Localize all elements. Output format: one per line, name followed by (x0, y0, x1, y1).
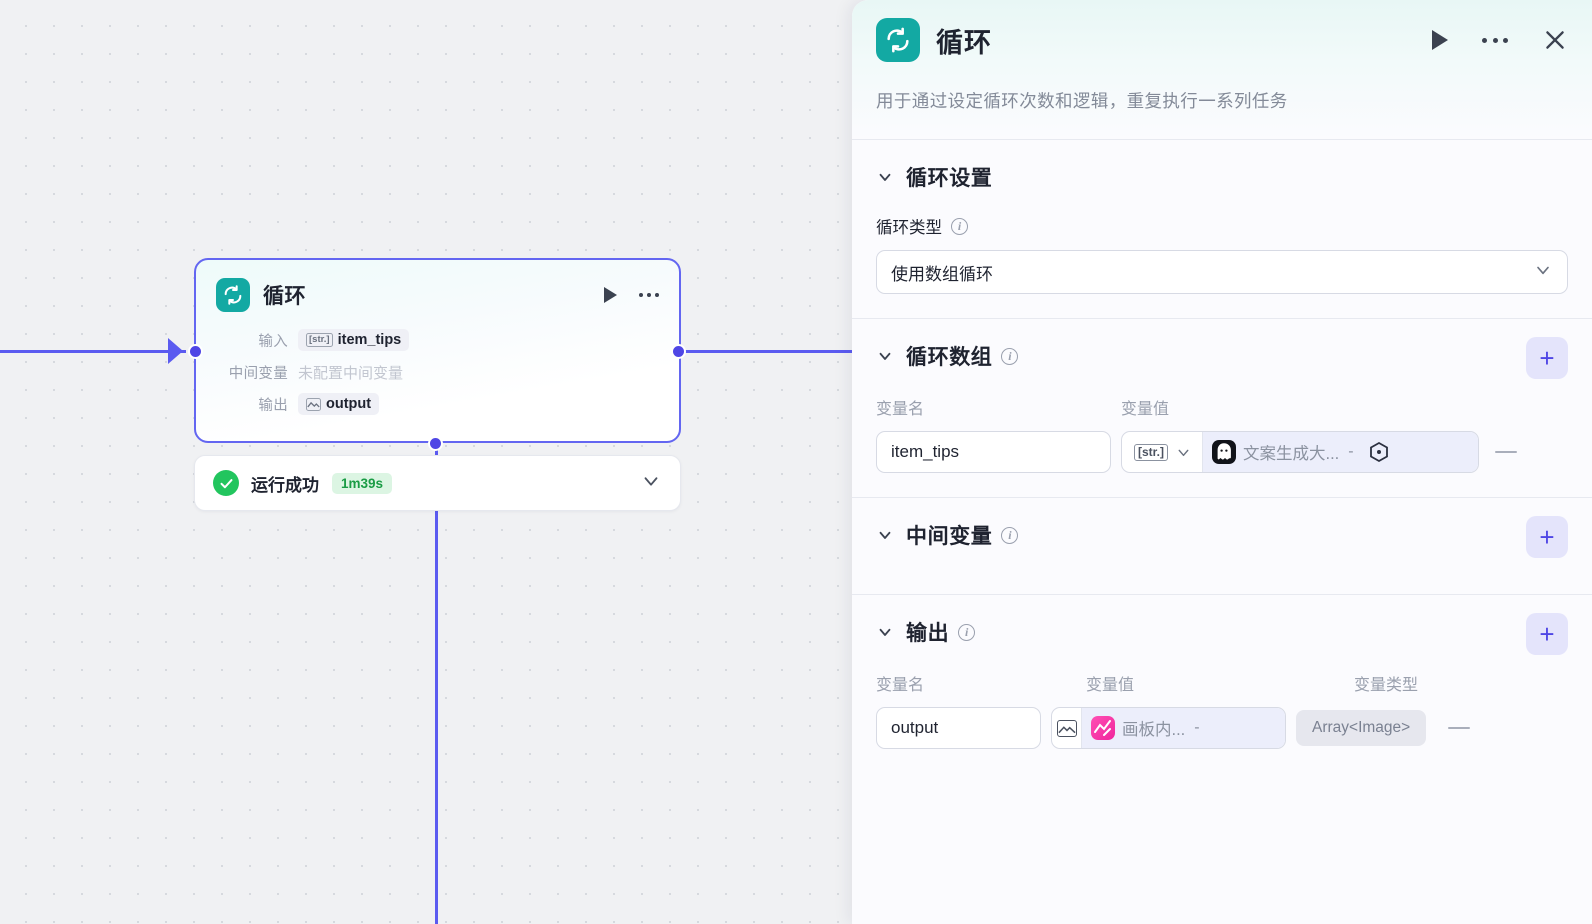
loop-array-row: item_tips [str.] 文案生成大... - (876, 431, 1568, 473)
section-title: 输出 (906, 622, 950, 645)
chevron-down-icon (1533, 260, 1553, 285)
info-icon[interactable]: i (951, 217, 968, 235)
section-loop-settings: 循环设置 循环类型 i 使用数组循环 (852, 139, 1592, 318)
node-row-label: 中间变量 (228, 365, 288, 382)
column-header-name: 变量名 (876, 677, 925, 694)
output-row: output 画板内... - Array<Image> (876, 707, 1568, 749)
info-icon[interactable]: i (958, 623, 976, 641)
node-intermediate-value: 未配置中间变量 (298, 364, 404, 382)
canvas-icon (1091, 716, 1115, 740)
node-handle-left[interactable] (188, 344, 203, 359)
section-title: 中间变量 (906, 525, 993, 548)
str-tag: [str.] (306, 333, 333, 347)
status-duration-badge: 1m39s (332, 472, 393, 494)
panel-play-button[interactable] (1432, 30, 1448, 50)
node-handle-right[interactable] (671, 344, 686, 359)
output-column-headers: 变量名 变量值 变量类型 (876, 671, 1568, 695)
loop-type-label: 循环类型 i (876, 214, 1568, 238)
info-icon[interactable]: i (1001, 347, 1019, 365)
edge-downstream (435, 443, 438, 924)
image-icon (1052, 708, 1082, 748)
chevron-down-icon[interactable] (876, 623, 894, 641)
check-circle-icon (213, 470, 239, 496)
loop-icon (876, 18, 920, 62)
node-input-value: item_tips (337, 332, 402, 348)
section-intermediate-variables: 中间变量 i + (852, 497, 1592, 594)
panel-more-button[interactable] (1482, 37, 1508, 43)
node-row-intermediate: 中间变量 未配置中间变量 (216, 356, 659, 388)
chevron-down-icon[interactable] (876, 526, 894, 544)
loop-array-column-headers: 变量名 变量值 (876, 395, 1568, 419)
output-type-badge: Array<Image> (1296, 710, 1427, 746)
section-loop-array: 循环数组 i + 变量名 变量值 item_tips [str.] 文案生成大.… (852, 318, 1592, 497)
run-status-bar[interactable]: 运行成功 1m39s (194, 455, 681, 511)
node-output-chip: output (298, 393, 380, 415)
status-chevron-down-icon[interactable] (640, 470, 662, 497)
remove-output-row-button[interactable] (1448, 726, 1471, 730)
column-header-value: 变量值 (1121, 401, 1170, 418)
output-source-pill[interactable]: 画板内... - (1082, 708, 1285, 748)
node-row-input: 输入 [str.] item_tips (216, 324, 659, 356)
loop-icon (216, 278, 250, 312)
panel-header: 循环 用于通过设定循环次数和逻辑，重复执行一系列任务 (852, 0, 1592, 139)
panel-title: 循环 (936, 27, 992, 58)
ghost-icon (1212, 440, 1237, 464)
node-row-label: 输入 (258, 333, 288, 350)
loop-type-value: 使用数组循环 (891, 264, 993, 284)
section-title: 循环数组 (906, 346, 993, 369)
node-title: 循环 (263, 285, 306, 308)
node-row-output: 输出 output (216, 388, 659, 420)
section-output: 输出 i + 变量名 变量值 变量类型 output 画板内 (852, 594, 1592, 773)
column-header-value: 变量值 (1086, 677, 1135, 694)
node-port-icon (1367, 440, 1391, 464)
loop-array-type-select[interactable]: [str.] (1122, 432, 1204, 472)
node-handle-bottom[interactable] (428, 436, 443, 451)
loop-array-source-pill[interactable]: 文案生成大... - (1203, 432, 1478, 472)
edge-incoming (0, 350, 186, 353)
loop-array-value-group[interactable]: [str.] 文案生成大... - (1121, 431, 1479, 473)
node-input-chip: [str.] item_tips (298, 329, 410, 351)
output-value-group[interactable]: 画板内... - (1051, 707, 1286, 749)
node-detail-panel: 循环 用于通过设定循环次数和逻辑，重复执行一系列任务 循环设置 循环类型 i 使… (852, 0, 1592, 924)
loop-node-card[interactable]: 循环 输入 [str.] item_tips 中间变量 未配置中间变量 输出 (194, 258, 681, 443)
chevron-down-icon (1178, 449, 1189, 456)
type-tag: [str.] (1134, 443, 1169, 461)
output-name-input[interactable]: output (876, 707, 1041, 749)
add-loop-array-button[interactable]: + (1526, 337, 1568, 379)
node-row-label: 输出 (258, 397, 288, 414)
image-tag-icon (306, 397, 321, 411)
column-header-name: 变量名 (876, 401, 925, 418)
pill-dash: - (1348, 443, 1354, 460)
column-header-type: 变量类型 (1354, 677, 1419, 694)
pill-dash: - (1194, 719, 1200, 736)
add-intermediate-variable-button[interactable]: + (1526, 516, 1568, 558)
loop-type-select[interactable]: 使用数组循环 (876, 250, 1568, 294)
chevron-down-icon[interactable] (876, 347, 894, 365)
status-text: 运行成功 (251, 475, 319, 495)
node-more-button[interactable] (639, 293, 659, 297)
panel-description: 用于通过设定循环次数和逻辑，重复执行一系列任务 (876, 91, 1288, 111)
chevron-down-icon[interactable] (876, 168, 894, 186)
node-play-button[interactable] (604, 287, 617, 303)
loop-array-name-input[interactable]: item_tips (876, 431, 1111, 473)
add-output-button[interactable]: + (1526, 613, 1568, 655)
panel-close-button[interactable] (1542, 27, 1568, 53)
info-icon[interactable]: i (1001, 526, 1019, 544)
section-title: 循环设置 (906, 167, 993, 190)
remove-loop-array-row-button[interactable] (1495, 450, 1517, 454)
node-rows: 输入 [str.] item_tips 中间变量 未配置中间变量 输出 outp… (196, 324, 679, 420)
loop-array-source-text: 文案生成大... (1243, 445, 1340, 463)
edge-arrow-icon (168, 338, 183, 364)
node-output-value: output (326, 396, 372, 412)
node-header: 循环 (196, 260, 679, 312)
output-source-text: 画板内... (1122, 721, 1186, 739)
